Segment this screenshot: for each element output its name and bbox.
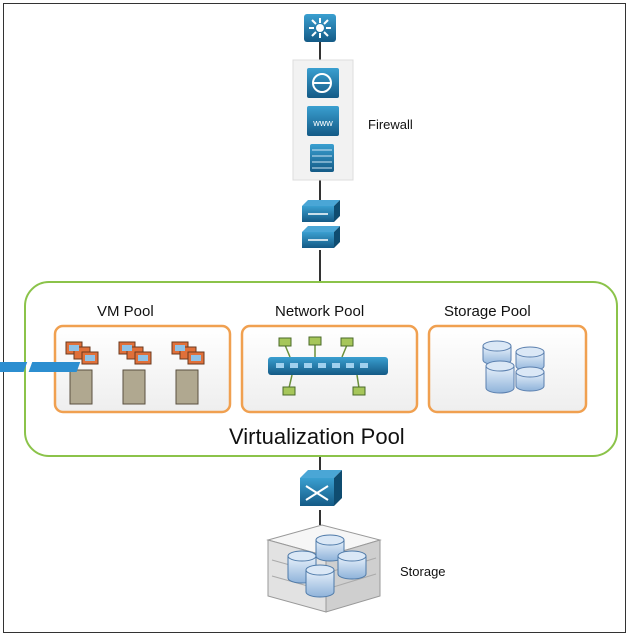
server-rack-icon — [310, 144, 334, 172]
vm-server-icon — [28, 341, 205, 405]
bottom-switch-icon — [300, 470, 342, 506]
virtualization-pool-label: Virtualization Pool — [229, 424, 405, 449]
vm-server-icon — [0, 341, 152, 405]
storage-pool-label: Storage Pool — [444, 303, 531, 320]
storage-label: Storage — [400, 564, 446, 579]
svg-text:www: www — [312, 118, 333, 128]
top-router-icon — [304, 14, 336, 42]
firewall-label: Firewall — [368, 117, 413, 132]
firewall-icon — [307, 68, 339, 98]
database-stack-icon — [482, 340, 545, 394]
network-switch-icon — [268, 336, 388, 396]
storage-array-icon — [266, 524, 382, 613]
www-server-icon: www — [307, 106, 339, 136]
network-pool-label: Network Pool — [275, 303, 365, 320]
vm-server-icon — [65, 341, 99, 405]
diagram-frame — [3, 3, 626, 633]
switch-stack-icon — [302, 200, 340, 248]
vm-pool-label: VM Pool — [97, 303, 154, 320]
vm-server-group — [0, 341, 205, 405]
